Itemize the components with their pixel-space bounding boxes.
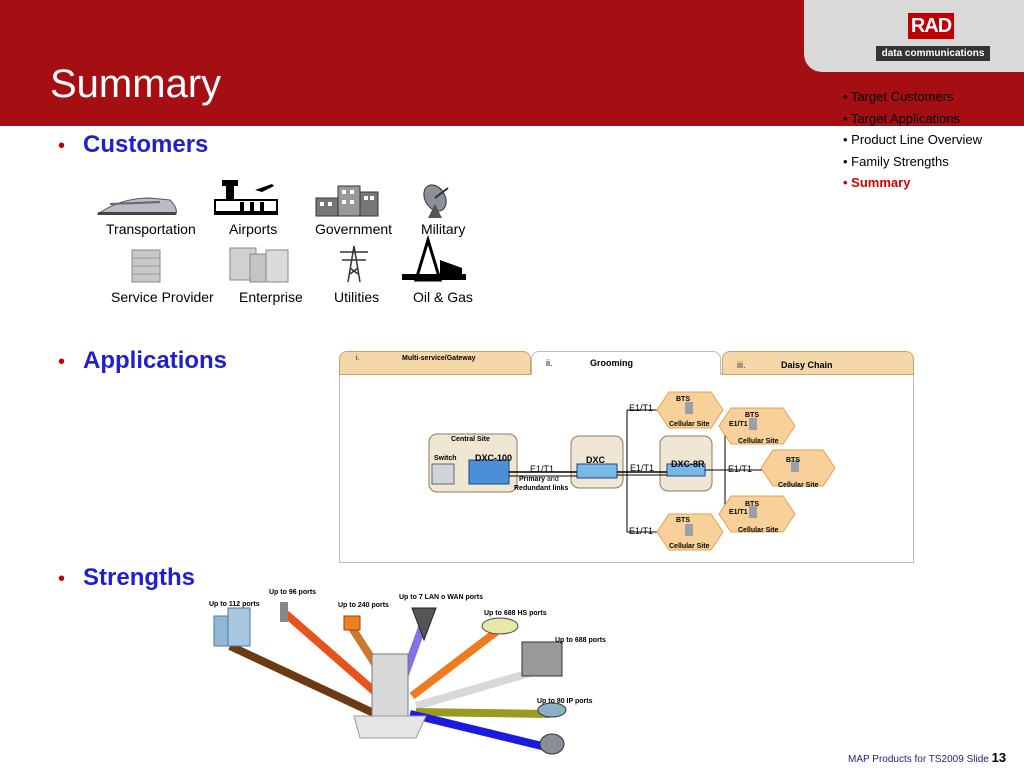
label-dxc8r: DXC-8R [671,459,705,469]
label-cellular-4: Cellular Site [738,527,779,534]
bullet-icon: • [58,135,66,157]
customer-icons [96,180,466,283]
label-cellular-1: Cellular Site [669,421,710,428]
tab-daisy-chain[interactable]: iii. Daisy Chain [722,351,914,375]
label-cellular-5: Cellular Site [669,543,710,550]
label-e1t1-mid: E1/T1 [630,463,655,473]
label-bts-1: BTS [676,396,690,403]
label-e1t1-primary: E1/T1 [530,464,555,474]
rad-logo: RAD [908,13,954,39]
power-tower-icon [340,245,368,283]
label-e1t1-right: E1/T1 [728,464,753,474]
label-central-site: Central Site [451,436,490,443]
label-bts-2: BTS [745,412,759,419]
airport-icon [214,180,278,215]
label-96-ports: Up to 96 ports [269,589,317,596]
label-e1t1-upper-chain: E1/T1 [729,421,748,428]
agenda-list: • Target Customers • Target Applications… [843,86,982,194]
satellite-dish-icon [423,184,449,218]
customer-government: Government [315,221,393,237]
label-e1t1-bottom: E1/T1 [629,526,654,536]
label-cellular-3: Cellular Site [778,482,819,489]
enterprise-buildings-icon [229,247,289,283]
slide-title: Summary [50,62,222,106]
bullet-icon: • [58,568,66,590]
label-lan-wan-ports: Up to 7 LAN o WAN ports [399,594,483,601]
customer-airports: Airports [229,221,278,237]
label-bts-5: BTS [676,517,690,524]
customer-military: Military [421,221,466,237]
customer-service-provider: Service Provider [111,289,214,305]
logo-tagline: data communications [876,46,990,61]
label-bts-3: BTS [786,457,800,464]
label-dxc100: DXC-100 [475,453,513,463]
label-dxc: DXC [586,455,606,465]
government-icon [315,185,379,217]
strengths-diagram [213,602,567,755]
customer-transportation: Transportation [106,221,196,237]
office-building-icon [131,249,161,283]
grooming-diagram [428,391,836,551]
label-primary: Primary [519,476,546,483]
agenda-item-target-customers[interactable]: • Target Customers [843,89,954,104]
label-bts-4: BTS [745,501,759,508]
applications-heading: •Applications [58,347,228,374]
agenda-item-summary[interactable]: • Summary [843,175,911,190]
customer-enterprise: Enterprise [239,289,303,305]
label-e1t1-lower-chain: E1/T1 [729,509,748,516]
label-688-ports: Up to 688 ports [555,637,606,644]
slide-footer: MAP Products for TS2009 Slide 13 [848,750,1007,765]
tab-grooming[interactable]: ii. Grooming [531,351,721,375]
agenda-item-family-strengths[interactable]: • Family Strengths [843,153,949,169]
customer-utilities: Utilities [334,289,380,305]
label-redundant: Redundant links [514,485,569,492]
train-icon [96,197,177,215]
label-112-ports: Up to 112 ports [209,601,260,608]
label-688-hs-ports: Up to 688 HS ports [484,610,547,617]
label-cellular-2: Cellular Site [738,438,779,445]
label-80-ip-ports: Up to 80 IP ports [537,698,593,705]
slide-number: 13 [991,750,1007,765]
strengths-heading: •Strengths [58,564,196,591]
customers-heading: •Customers [58,131,209,158]
label-and: and [547,476,559,483]
bullet-icon: • [58,351,66,373]
oil-rig-icon [402,234,466,282]
label-240-ports: Up to 240 ports [338,602,389,609]
label-e1t1-top: E1/T1 [629,403,654,413]
agenda-item-target-applications[interactable]: • Target Applications [843,110,961,126]
label-switch: Switch [434,455,457,462]
agenda-item-product-line[interactable]: • Product Line Overview [843,132,982,147]
customer-oil-gas: Oil & Gas [413,289,473,305]
tab-multi-service[interactable]: i. Multi-service/Gateway [339,351,531,375]
